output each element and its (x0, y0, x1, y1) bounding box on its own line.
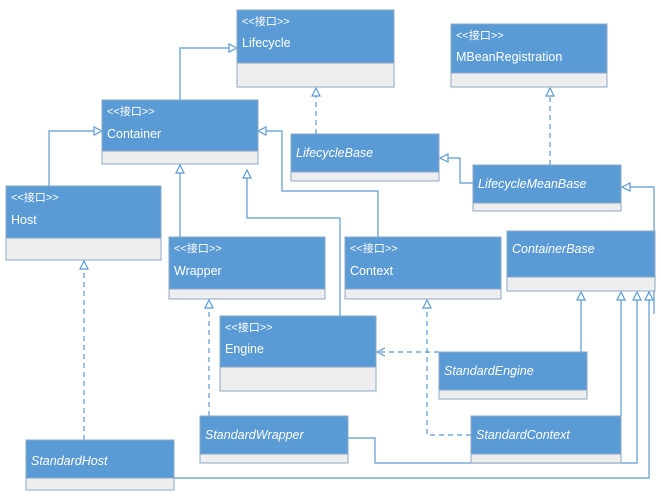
inherit-arrow-containerbase-1 (576, 290, 586, 301)
stereotype-label: <<接口>> (242, 15, 290, 28)
class-name: StandardWrapper (205, 428, 305, 442)
inherit-arrow-container-left (93, 126, 104, 136)
inherit-arrow-containerbase-2 (616, 290, 626, 301)
class-host[interactable]: <<接口>> Host (5, 185, 162, 261)
class-lifecycle-base[interactable]: LifecycleBase (290, 133, 440, 182)
edge-engine-container (246, 170, 341, 316)
class-lifecycle-mean-base[interactable]: LifecycleMeanBase (472, 164, 622, 212)
class-context[interactable]: <<接口>> Context (344, 236, 502, 300)
inherit-arrow-lifecycle (228, 43, 239, 53)
class-lifecycle[interactable]: <<接口>> Lifecycle (236, 9, 395, 88)
dependency-arrow-engine (375, 347, 386, 357)
inherit-arrow-containerbase-4 (644, 290, 654, 301)
class-name: LifecycleBase (296, 146, 373, 160)
class-container-base[interactable]: ContainerBase (506, 230, 656, 292)
class-container[interactable]: <<接口>> Container (101, 99, 259, 165)
inherit-arrow-container-bottom2 (242, 168, 252, 179)
stereotype-label: <<接口>> (350, 242, 398, 255)
stereotype-label: <<接口>> (456, 29, 504, 42)
inherit-arrow-lifecyclebase (438, 153, 449, 163)
class-standard-wrapper[interactable]: StandardWrapper (199, 415, 349, 464)
class-name: StandardEngine (444, 364, 534, 378)
class-mbean-registration[interactable]: <<接口>> MBeanRegistration (450, 23, 608, 88)
connectors (48, 43, 655, 479)
class-name: Wrapper (174, 264, 222, 278)
inherit-arrow-lifecyclemeanbase (620, 182, 631, 192)
class-name: MBeanRegistration (456, 50, 562, 64)
edge-standardwrapper-containerbase (348, 292, 638, 464)
stereotype-label: <<接口>> (107, 105, 155, 118)
stereotype-label: <<接口>> (11, 191, 59, 204)
realize-arrow-mbean (545, 86, 555, 97)
inherit-arrow-container-bottom1 (175, 163, 185, 174)
class-engine[interactable]: <<接口>> Engine (219, 315, 377, 392)
stereotype-label: <<接口>> (174, 242, 222, 255)
edge-lifecyclemeanbase-lifecyclebase (440, 157, 473, 184)
realize-arrow-context (422, 298, 432, 309)
inherit-arrow-container-right (256, 126, 267, 136)
edge-context-container (258, 130, 379, 237)
class-name: Container (107, 127, 161, 141)
class-standard-engine[interactable]: StandardEngine (438, 351, 588, 400)
class-name: Host (11, 213, 37, 227)
class-name: StandardContext (476, 428, 570, 442)
class-name: LifecycleMeanBase (478, 177, 586, 191)
class-name: Engine (225, 342, 264, 356)
realize-arrow-wrapper (204, 298, 214, 309)
class-standard-context[interactable]: StandardContext (470, 415, 622, 464)
realize-arrow-lifecycle (311, 86, 321, 97)
class-standard-host[interactable]: StandardHost (25, 439, 175, 491)
stereotype-label: <<接口>> (225, 321, 273, 334)
edge-standardhost-containerbase (174, 292, 650, 479)
class-name: ContainerBase (512, 242, 595, 256)
class-name: StandardHost (31, 454, 108, 468)
edge-container-lifecycle (179, 47, 237, 100)
class-name: Lifecycle (242, 36, 291, 50)
class-wrapper[interactable]: <<接口>> Wrapper (168, 236, 326, 300)
realize-arrow-host (79, 259, 89, 270)
inherit-arrow-containerbase-3 (632, 290, 642, 301)
edge-host-container (48, 130, 102, 186)
class-name: Context (350, 264, 394, 278)
